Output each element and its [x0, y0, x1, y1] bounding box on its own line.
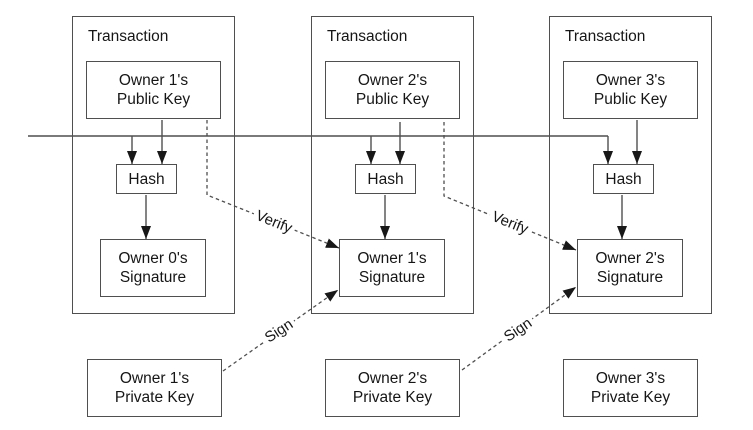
public-key-line1: Owner 1's — [118, 72, 189, 89]
signature-line2: Signature — [119, 269, 187, 286]
public-key-box-1: Owner 1's Public Key — [86, 61, 221, 119]
private-key-line2: Private Key — [352, 389, 433, 406]
transaction-box-2: Transaction Owner 2's Public Key Hash Ow… — [311, 16, 474, 314]
sign-label-2: Sign — [498, 312, 538, 348]
hash-box-2: Hash — [355, 164, 416, 194]
hash-box-1: Hash — [116, 164, 177, 194]
transaction-title: Transaction — [565, 28, 646, 45]
private-key-line1: Owner 3's — [595, 370, 666, 387]
sign-label-1: Sign — [259, 314, 299, 348]
private-key-line1: Owner 1's — [119, 370, 190, 387]
private-key-line2: Private Key — [114, 389, 195, 406]
public-key-line2: Public Key — [593, 91, 668, 108]
public-key-line1: Owner 3's — [595, 72, 666, 89]
private-key-box-3: Owner 3's Private Key — [563, 359, 698, 417]
public-key-box-3: Owner 3's Public Key — [563, 61, 698, 119]
signature-box-2: Owner 1's Signature — [339, 239, 445, 297]
public-key-box-2: Owner 2's Public Key — [325, 61, 460, 119]
verify-label-2: Verify — [486, 206, 534, 240]
signature-line1: Owner 1's — [357, 250, 427, 267]
private-key-box-1: Owner 1's Private Key — [87, 359, 222, 417]
signature-line1: Owner 0's — [118, 250, 188, 267]
public-key-line2: Public Key — [116, 91, 191, 108]
transaction-box-3: Transaction Owner 3's Public Key Hash Ow… — [549, 16, 712, 314]
transaction-title: Transaction — [88, 28, 169, 45]
hash-box-3: Hash — [593, 164, 654, 194]
signature-line2: Signature — [596, 269, 664, 286]
public-key-line2: Public Key — [355, 91, 430, 108]
private-key-line2: Private Key — [590, 389, 671, 406]
transaction-title: Transaction — [327, 28, 408, 45]
signature-box-3: Owner 2's Signature — [577, 239, 683, 297]
public-key-line1: Owner 2's — [357, 72, 428, 89]
private-key-line1: Owner 2's — [357, 370, 428, 387]
signature-line1: Owner 2's — [595, 250, 665, 267]
signature-line2: Signature — [358, 269, 426, 286]
signature-box-1: Owner 0's Signature — [100, 239, 206, 297]
private-key-box-2: Owner 2's Private Key — [325, 359, 460, 417]
transaction-box-1: Transaction Owner 1's Public Key Hash Ow… — [72, 16, 235, 314]
verify-label-1: Verify — [250, 205, 298, 239]
